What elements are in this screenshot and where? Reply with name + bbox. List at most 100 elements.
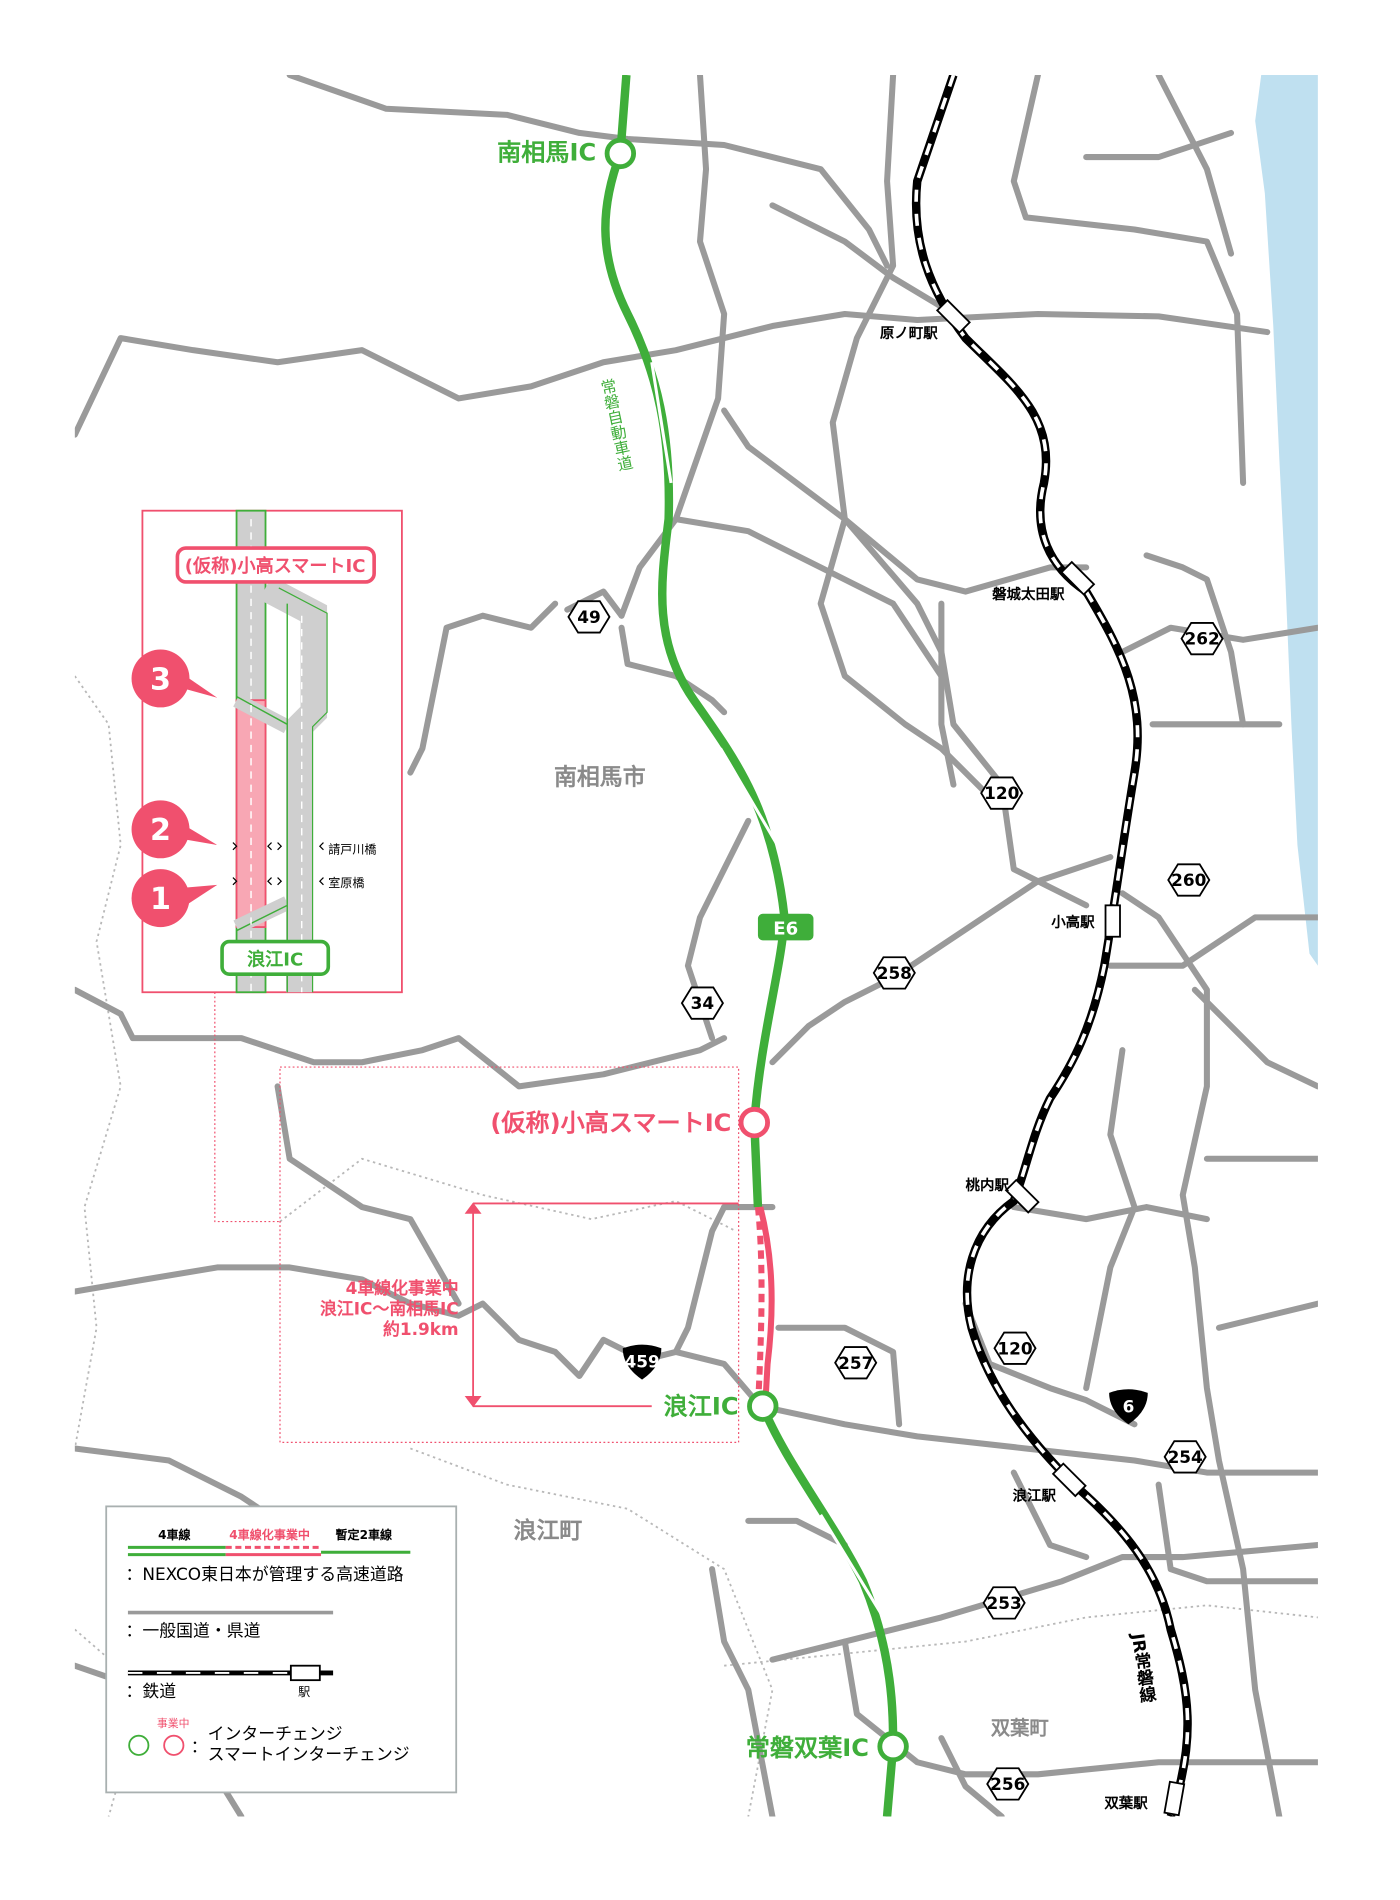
road xyxy=(962,1300,1138,1428)
national-route-shield: 260 xyxy=(1167,863,1211,897)
road xyxy=(1107,721,1318,969)
area-futaba: 双葉町 xyxy=(991,1716,1049,1739)
legend-expressway-desc: ：NEXCO東日本が管理する高速道路 xyxy=(126,1564,404,1584)
road xyxy=(841,1638,1318,1778)
widening-section xyxy=(757,1206,775,1407)
national-route-shield: 120 xyxy=(980,776,1024,810)
ic-odaka-label: (仮称)小高スマートIC xyxy=(490,1109,731,1137)
national-route-shield: 257 xyxy=(834,1346,878,1380)
svg-text:120: 120 xyxy=(997,1338,1032,1358)
svg-text:256: 256 xyxy=(990,1774,1025,1794)
station-marker[interactable] xyxy=(1060,560,1096,596)
road xyxy=(709,1517,848,1817)
svg-text:260: 260 xyxy=(1171,870,1206,890)
station-label: 桃内駅 xyxy=(966,1176,1010,1194)
legend-in-progress: 事業中 xyxy=(157,1717,190,1730)
project-note-line: 浪江IC～南相馬IC xyxy=(320,1298,459,1318)
inset-smart-ic-label: (仮称)小高スマートIC xyxy=(175,546,376,584)
road xyxy=(817,516,993,800)
project-note: 4車線化事業中 浪江IC～南相馬IC 約1.9km xyxy=(320,1278,459,1339)
ic-minamisoma-marker[interactable] xyxy=(604,137,637,170)
inset-namie-ic-label: 浪江IC xyxy=(220,939,331,976)
road xyxy=(672,516,945,680)
station-marker[interactable] xyxy=(1104,904,1121,938)
project-dimension xyxy=(214,992,740,1444)
callout-1: 1 xyxy=(131,869,218,928)
bridge-label: 請戸川橋 xyxy=(328,842,376,856)
road xyxy=(938,1735,1005,1817)
inset-diagram: (仮称)小高スマートIC 浪江IC 321 請戸川橋 室原橋 xyxy=(131,509,403,994)
road xyxy=(1010,1204,1210,1223)
legend: 4車線 4車線化事業中 暫定2車線 ：NEXCO東日本が管理する高速道路 ：一般… xyxy=(105,1505,458,1794)
road xyxy=(775,1324,903,1428)
svg-text:浪江IC: 浪江IC xyxy=(247,949,303,971)
svg-text:6: 6 xyxy=(1123,1396,1135,1416)
svg-text:459: 459 xyxy=(624,1352,659,1372)
legend-smart-ic-icon xyxy=(163,1734,185,1756)
road xyxy=(829,74,1090,595)
road xyxy=(769,202,957,317)
road xyxy=(286,74,891,269)
svg-text:34: 34 xyxy=(691,993,714,1013)
svg-text:120: 120 xyxy=(984,783,1019,803)
road xyxy=(769,854,1114,1066)
ic-odaka-marker[interactable] xyxy=(738,1106,770,1139)
national-route-shield: 254 xyxy=(1163,1440,1207,1474)
expressway-name: 常磐自動車道 xyxy=(597,377,635,473)
svg-text:3: 3 xyxy=(150,662,171,697)
svg-text:49: 49 xyxy=(577,607,600,627)
legend-road-desc: ：一般国道・県道 xyxy=(126,1621,261,1641)
road xyxy=(1010,74,1247,486)
svg-text:262: 262 xyxy=(1184,629,1219,649)
road xyxy=(1143,552,1247,728)
ic-futaba-marker[interactable] xyxy=(877,1730,909,1763)
legend-station: 駅 xyxy=(298,1685,310,1699)
station-marker[interactable] xyxy=(1163,1780,1186,1817)
road xyxy=(1010,1469,1318,1585)
legend-rail-desc: ：鉄道 xyxy=(126,1681,177,1701)
route-e6-label: E6 xyxy=(773,918,798,939)
callout-3: 3 xyxy=(131,649,218,708)
svg-text:1: 1 xyxy=(150,882,171,917)
svg-text:254: 254 xyxy=(1168,1447,1203,1467)
interchange-markers xyxy=(604,137,909,1763)
route-shield-black: 6 xyxy=(1109,1389,1148,1425)
road xyxy=(74,310,1271,438)
legend-widening: 4車線化事業中 xyxy=(229,1527,310,1542)
road xyxy=(721,407,1090,909)
road xyxy=(74,1264,1318,1476)
station-marks xyxy=(935,298,1186,1817)
legend-colon: ： xyxy=(191,1737,208,1757)
sea xyxy=(1255,75,1318,966)
national-route-shield: 256 xyxy=(986,1767,1030,1801)
national-route-shield: 34 xyxy=(680,986,724,1020)
station-label: 小高駅 xyxy=(1051,913,1095,931)
ic-namie-marker[interactable] xyxy=(747,1390,779,1422)
national-route-shield: 262 xyxy=(1180,622,1224,656)
station-marker[interactable] xyxy=(935,298,971,334)
road xyxy=(1191,986,1318,1331)
route-e6-badge: E6 xyxy=(757,913,814,941)
road xyxy=(1119,890,1283,1817)
svg-text:257: 257 xyxy=(838,1353,873,1373)
svg-text:(仮称)小高スマートIC: (仮称)小高スマートIC xyxy=(185,555,366,577)
national-route-shield: 49 xyxy=(567,600,611,634)
road xyxy=(74,986,728,1090)
ic-namie-label: 浪江IC xyxy=(664,1393,739,1421)
project-note-line: 4車線化事業中 xyxy=(346,1278,459,1298)
bridge-label: 室原橋 xyxy=(328,875,364,890)
legend-four-lane: 4車線 xyxy=(158,1527,190,1542)
road xyxy=(672,1204,728,1355)
national-route-shield: 253 xyxy=(982,1586,1026,1620)
national-route-shield: 120 xyxy=(993,1331,1037,1365)
station-marker[interactable] xyxy=(1004,1178,1040,1214)
legend-two-lane: 暫定2車線 xyxy=(336,1527,393,1542)
road xyxy=(1083,74,1235,257)
route-shield-black: 459 xyxy=(622,1344,662,1380)
svg-text:258: 258 xyxy=(877,963,912,983)
project-note-line: 約1.9km xyxy=(383,1319,459,1339)
road xyxy=(938,600,957,788)
expressway xyxy=(601,74,898,1817)
station-marker[interactable] xyxy=(1051,1462,1087,1498)
